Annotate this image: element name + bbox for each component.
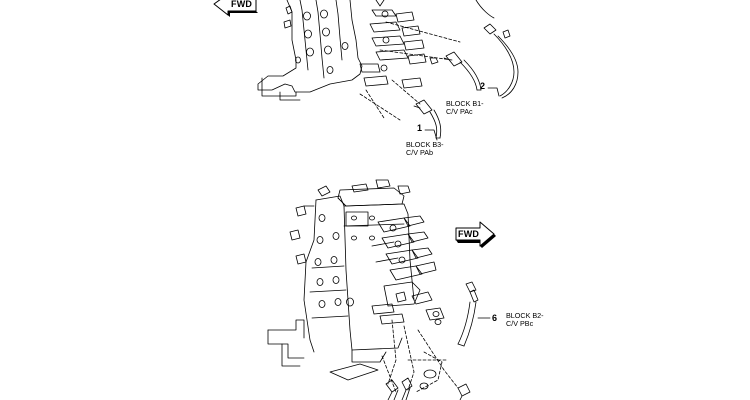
leader-2 — [487, 87, 500, 97]
callout-number-6: 6 — [492, 313, 498, 323]
leader-1 — [424, 129, 438, 141]
hose-top-right — [475, 0, 519, 99]
callout-label-6-line1: BLOCK B2- — [506, 311, 544, 320]
callout-label-1-line2: C/V PAb — [406, 148, 434, 157]
fwd-arrow-right — [455, 221, 496, 248]
valve-block-top — [257, 0, 461, 121]
hose-2 — [443, 51, 482, 91]
fwd-arrow-left — [213, 0, 258, 17]
bottom-fittings — [385, 377, 471, 400]
hose-6 — [457, 281, 479, 347]
callout-number-1: 1 — [417, 123, 423, 133]
fwd-label-middle: FWD — [458, 229, 480, 239]
callout-number-2: 2 — [480, 81, 486, 91]
callout-label-2-line1: BLOCK B1- — [446, 99, 484, 108]
fwd-label-top: FWD — [231, 0, 253, 9]
callout-label-1-line1: BLOCK B3- — [406, 140, 444, 149]
callout-label-6-line2: C/V PBc — [506, 319, 534, 328]
valve-block-bottom — [267, 179, 459, 393]
callout-label-2-line2: C/V PAc — [446, 107, 473, 116]
